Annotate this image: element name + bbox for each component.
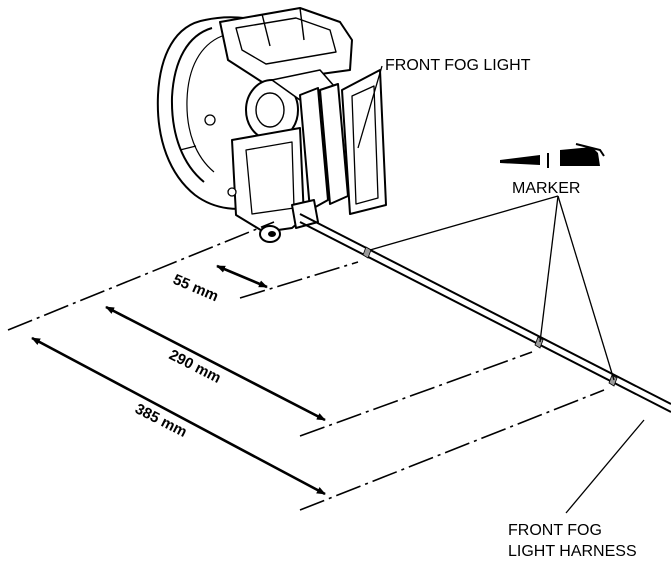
dimension-55-label: 55 mm (170, 271, 220, 305)
marker-band-55 (362, 246, 372, 259)
marker-label: MARKER (512, 180, 580, 197)
harness-markers (362, 246, 618, 387)
marker-pen-icon (500, 143, 605, 168)
leader-lines (357, 65, 645, 514)
harness-cable (299, 213, 671, 413)
marker-band-385 (608, 374, 618, 387)
harness-label-line2: LIGHT HARNESS (508, 543, 637, 560)
fog-light-illustration (156, 7, 387, 243)
harness-label-line1: FRONT FOG (508, 522, 602, 539)
dimension-arrows (31, 264, 326, 496)
dimension-reference-lines (7, 221, 605, 511)
front-fog-light-label: FRONT FOG LIGHT (385, 57, 531, 74)
marker-band-290 (534, 336, 544, 349)
